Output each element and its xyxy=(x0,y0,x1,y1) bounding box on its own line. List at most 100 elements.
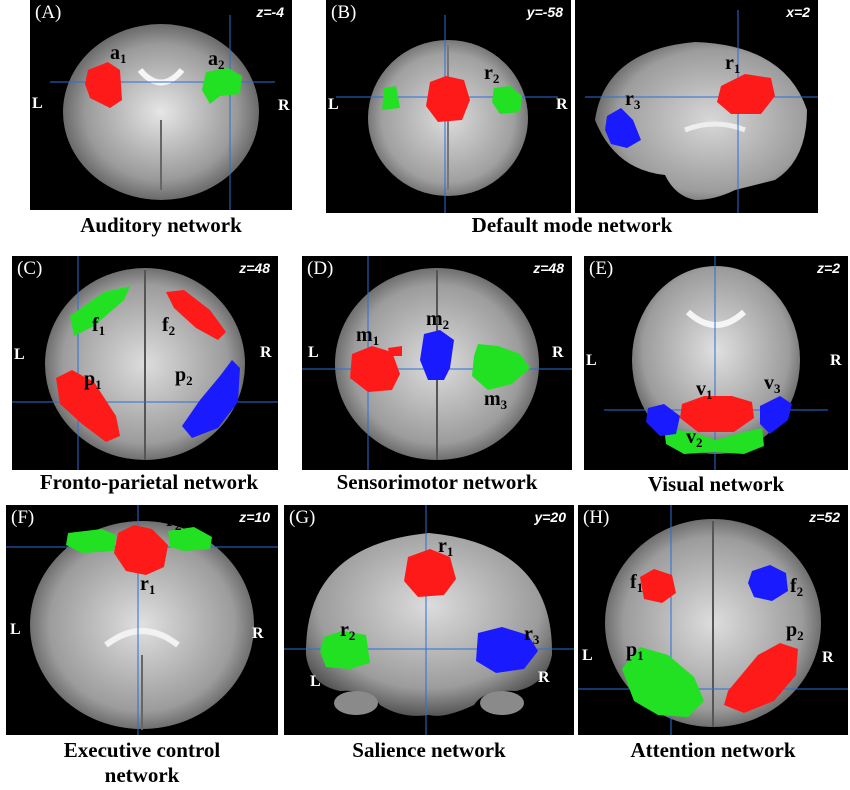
region-label-r3: r3 xyxy=(524,623,540,647)
caption-auditory: Auditory network xyxy=(80,213,242,237)
brain-slice-axial xyxy=(12,256,278,470)
region-p2 xyxy=(182,360,240,438)
region-label-v2: v2 xyxy=(686,426,703,450)
panel-b-default-mode-sagittal: x=2 r1 r3 xyxy=(575,0,818,213)
region-label-f1: f1 xyxy=(92,314,106,338)
slice-coordinate: z=48 xyxy=(239,260,270,276)
region-label-m1: m1 xyxy=(356,324,380,348)
panel-a-auditory: (A) z=-4 L R a1 a2 xyxy=(30,0,292,210)
caption-sensorimotor: Sensorimotor network xyxy=(336,470,538,494)
region-p1 xyxy=(622,647,704,717)
region-dmn-posterior xyxy=(426,76,470,122)
brain-slice-axial xyxy=(6,505,278,735)
caption-line-1: Executive control xyxy=(63,738,221,762)
panel-label: (D) xyxy=(307,258,334,279)
region-r3 xyxy=(605,108,641,148)
right-marker: R xyxy=(260,344,272,361)
region-r1 xyxy=(717,74,775,114)
region-label-p1: p1 xyxy=(626,639,644,663)
brain-slice-axial xyxy=(578,505,848,735)
region-dmn-left xyxy=(382,86,400,110)
left-marker: L xyxy=(586,352,597,369)
region-m2 xyxy=(420,330,454,380)
region-r1 xyxy=(404,549,456,597)
panel-label: (G) xyxy=(289,507,316,528)
region-m3 xyxy=(472,344,530,390)
region-f2 xyxy=(166,290,226,340)
panel-f-executive-control: (F) z=10 L R r1 r2 xyxy=(6,505,278,735)
caption-attention: Attention network xyxy=(630,738,796,762)
slice-coordinate: z=2 xyxy=(817,260,840,276)
right-marker: R xyxy=(552,344,564,361)
region-label-r1: r1 xyxy=(725,52,741,76)
region-label-p1: p1 xyxy=(84,368,102,392)
brain-slice-sagittal xyxy=(585,10,818,213)
brain-slice-axial xyxy=(604,256,828,470)
caption-visual: Visual network xyxy=(647,472,785,496)
region-label-a2: a2 xyxy=(208,48,225,72)
left-marker: L xyxy=(328,96,339,113)
slice-coordinate: x=2 xyxy=(786,4,810,20)
panel-d-sensorimotor: (D) z=48 L R m1 m2 m3 xyxy=(302,256,572,470)
region-label-p2: p2 xyxy=(786,619,804,643)
caption-fronto-parietal: Fronto-parietal network xyxy=(39,470,259,494)
region-v3-right xyxy=(760,396,792,434)
slice-coordinate: y=20 xyxy=(534,509,566,525)
region-label-r2: r2 xyxy=(484,62,500,86)
right-marker: R xyxy=(278,97,290,114)
panel-label: (H) xyxy=(583,507,610,528)
region-label-f2: f2 xyxy=(162,314,176,338)
region-r1 xyxy=(114,525,168,575)
region-label-r2: r2 xyxy=(166,509,182,533)
region-label-v1: v1 xyxy=(696,378,713,402)
panel-g-salience: (G) y=20 L R r1 r2 r3 xyxy=(284,505,574,735)
panel-label: (F) xyxy=(11,507,35,528)
region-label-a1: a1 xyxy=(110,42,127,66)
right-marker: R xyxy=(252,625,264,642)
right-marker: R xyxy=(822,649,834,666)
right-marker: R xyxy=(830,352,842,369)
region-v1 xyxy=(680,396,754,432)
left-marker: L xyxy=(32,95,43,112)
region-m1-small xyxy=(388,346,402,356)
region-label-m2: m2 xyxy=(426,308,450,332)
panel-label: (E) xyxy=(589,258,614,279)
slice-coordinate: z=-4 xyxy=(256,4,284,20)
caption-executive-control: Executive control network xyxy=(6,738,278,788)
caption-default-mode: Default mode network xyxy=(471,213,673,237)
region-label-f1: f1 xyxy=(630,571,644,595)
brain-slice-axial xyxy=(302,256,572,470)
region-v2 xyxy=(664,428,764,454)
region-a2 xyxy=(202,68,242,104)
region-r3 xyxy=(476,627,538,673)
panel-c-fronto-parietal: (C) z=48 L R f1 f2 p1 p2 xyxy=(12,256,278,470)
panel-h-attention: (H) z=52 L R f1 f2 p1 p2 xyxy=(578,505,848,735)
brain-slice-coronal xyxy=(336,15,558,213)
region-label-r1: r1 xyxy=(438,535,454,559)
region-f1 xyxy=(70,286,130,336)
left-marker: L xyxy=(14,346,25,363)
slice-coordinate: z=52 xyxy=(809,509,840,525)
region-label-v3: v3 xyxy=(764,372,781,396)
brain-slice-coronal xyxy=(284,505,574,735)
region-f2 xyxy=(748,565,788,601)
region-label-p2: p2 xyxy=(175,364,193,388)
region-v3-left xyxy=(646,404,680,436)
right-marker: R xyxy=(556,96,568,113)
right-marker: R xyxy=(538,669,550,686)
caption-line-2: network xyxy=(104,763,180,787)
panel-e-visual: (E) z=2 L R v1 v2 v3 xyxy=(584,256,848,470)
region-r2 xyxy=(320,631,370,669)
region-executive-left xyxy=(66,529,116,553)
panel-label: (B) xyxy=(331,2,357,23)
slice-coordinate: z=48 xyxy=(533,260,564,276)
region-a1 xyxy=(85,62,122,108)
region-label-f2: f2 xyxy=(790,575,804,599)
region-p1 xyxy=(56,370,120,442)
slice-coordinate: y=-58 xyxy=(526,4,563,20)
left-marker: L xyxy=(310,673,321,690)
region-f1 xyxy=(640,569,676,603)
left-marker: L xyxy=(308,344,319,361)
slice-coordinate: z=10 xyxy=(239,509,270,525)
region-label-r2: r2 xyxy=(340,619,356,643)
